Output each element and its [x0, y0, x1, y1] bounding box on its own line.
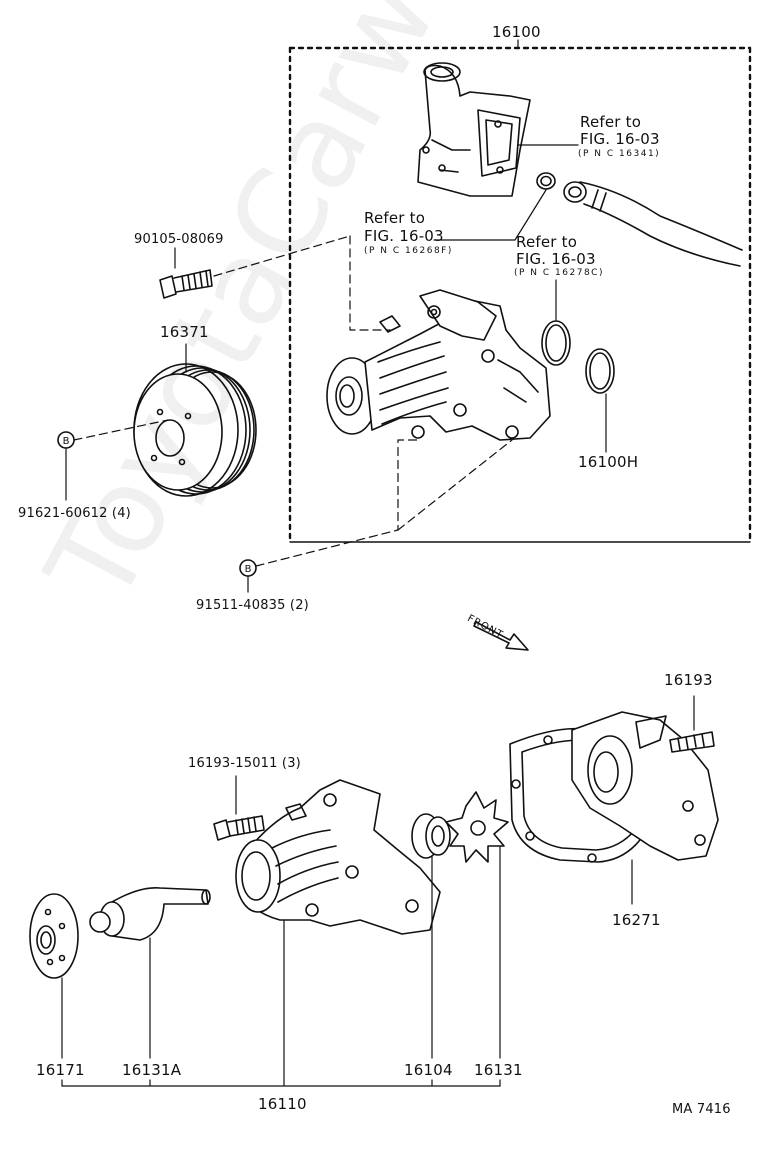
label-refer1-c: (P N C 16341): [578, 149, 661, 159]
hub-drawing: [29, 893, 79, 979]
label-gasket: 16271: [612, 911, 661, 929]
label-refer3-c: (P N C 16278C): [514, 268, 604, 278]
pump-body-drawing: [235, 779, 441, 935]
front-arrow: [473, 621, 529, 651]
label-nut-pump: 91511-40835 (2): [196, 598, 309, 613]
marker-b1-circle: [57, 431, 75, 449]
label-refer2-c: (P N C 16268F): [364, 246, 453, 256]
bypass-pipe-drawing: [563, 181, 743, 267]
label-seal: 16104: [404, 1061, 453, 1079]
assembly-boundary: [288, 46, 752, 544]
seal-drawing: [411, 813, 451, 859]
lower-bolt-drawing: [213, 815, 265, 841]
label-assembly: 16100: [492, 23, 541, 41]
small-oring: [536, 172, 556, 190]
label-refer1-a: Refer to: [580, 113, 642, 131]
oring-2: [585, 348, 615, 394]
label-refer1-b: FIG. 16-03: [580, 130, 660, 148]
label-refer2-a: Refer to: [364, 209, 426, 227]
inlet-housing-drawing: [417, 62, 531, 197]
pulley-nut-dashline: [73, 419, 169, 441]
label-shaft: 16131A: [122, 1061, 182, 1079]
pulley-drawing: [133, 363, 257, 497]
label-bolt-lower: 16193-15011 (3): [188, 756, 301, 771]
label-refer3-b: FIG. 16-03: [516, 250, 596, 268]
stud-drawing: [669, 731, 715, 753]
rotor-drawing: [445, 791, 509, 863]
pump-nut-dashline: [255, 439, 421, 567]
water-pump-assembly-drawing: [326, 289, 551, 441]
label-pulley: 16371: [160, 323, 209, 341]
oring-1: [541, 320, 571, 366]
label-oring: 16100H: [578, 453, 639, 471]
label-rotor: 16131: [474, 1061, 523, 1079]
upper-bolt-drawing: [159, 269, 213, 299]
label-refer2-b: FIG. 16-03: [364, 227, 444, 245]
marker-b2: B: [245, 564, 252, 575]
marker-b1: B: [63, 436, 70, 447]
label-bolt-upper: 90105-08069: [134, 232, 224, 247]
label-hub: 16171: [36, 1061, 85, 1079]
label-stud: 16193: [664, 671, 713, 689]
diagram-code: MA 7416: [672, 1102, 731, 1117]
label-nut-pulley: 91621-60612 (4): [18, 506, 131, 521]
upper-bolt-dashline: [213, 235, 351, 277]
label-refer3-a: Refer to: [516, 233, 578, 251]
label-body: 16110: [258, 1095, 307, 1113]
refer2-leader: [433, 189, 547, 241]
shaft-bearing-drawing: [89, 886, 211, 941]
